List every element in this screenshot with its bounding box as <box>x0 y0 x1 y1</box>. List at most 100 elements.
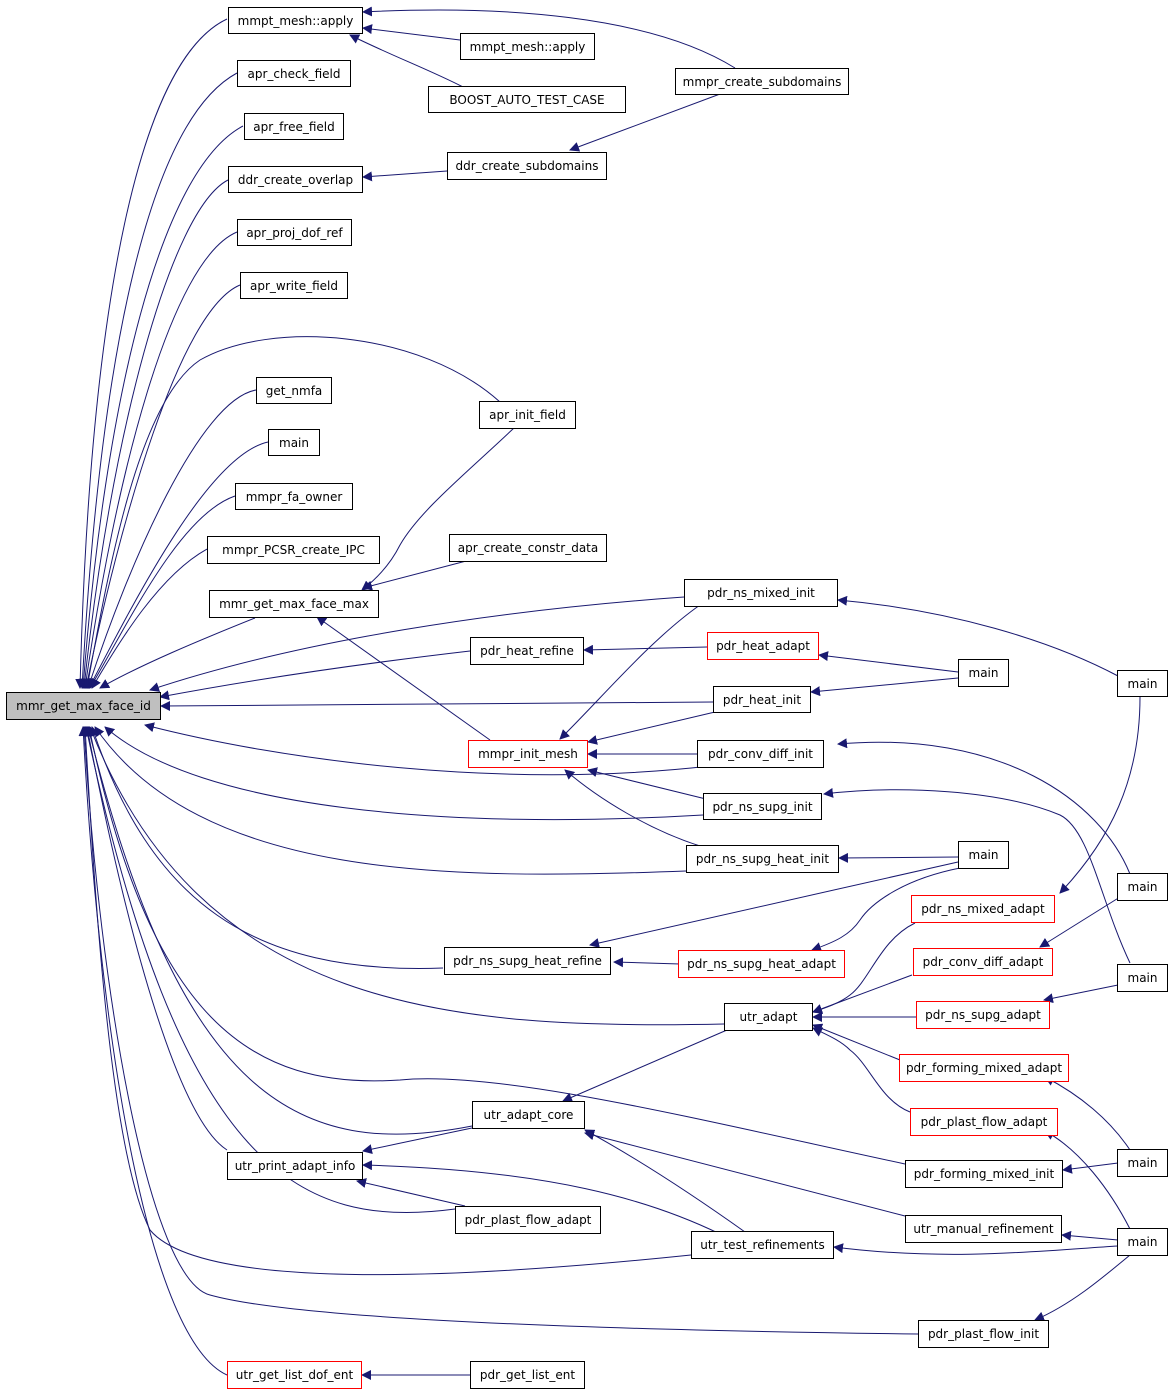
node-pdr-forming-mixed-init[interactable]: pdr_forming_mixed_init <box>905 1160 1063 1188</box>
edge-apr-proj-dof-ref-to-root <box>81 231 238 689</box>
edge-pdr-conv-diff-init-to-root <box>144 722 711 776</box>
edge-utr-test-refinements-to-utr-adapt-core <box>584 1129 746 1233</box>
edge-main-a-to-root <box>88 441 269 689</box>
node-apr-create-constr-data[interactable]: apr_create_constr_data <box>449 534 607 562</box>
edge-utr-print-adapt-info-to-root <box>83 726 228 1151</box>
edge-mmpr-create-sub-to-mmpt-apply-a <box>362 6 736 69</box>
node-boost-auto-test-case[interactable]: BOOST_AUTO_TEST_CASE <box>428 86 626 113</box>
edge-main-h-to-pdr-plast-flow-init <box>1034 1254 1131 1322</box>
edge-main-b-to-pdr-ns-mixed-adapt <box>1059 696 1141 894</box>
edge-apr-init-field-to-mmr-get-max-face-max <box>361 426 516 591</box>
node-pdr-get-list-ent[interactable]: pdr_get_list_ent <box>470 1361 585 1389</box>
node-utr-print-adapt-info[interactable]: utr_print_adapt_info <box>227 1152 363 1180</box>
edge-mmpt-apply-to-root <box>75 18 228 689</box>
node-mmpr-pcsr-create-ipc[interactable]: mmpr_PCSR_create_IPC <box>207 536 380 564</box>
edge-pdr-ns-mixed-init-to-root <box>149 596 685 692</box>
node-pdr-heat-refine[interactable]: pdr_heat_refine <box>470 637 584 665</box>
edge-main-d-to-pdr-ns-supg-heat-adapt <box>811 867 961 952</box>
node-pdr-heat-init[interactable]: pdr_heat_init <box>713 686 811 713</box>
edge-mmpr-fa-owner-to-root <box>89 495 236 689</box>
edge-utr-adapt-core-to-root <box>85 726 473 1135</box>
node-pdr-ns-supg-adapt[interactable]: pdr_ns_supg_adapt <box>916 1001 1050 1029</box>
node-apr-init-field[interactable]: apr_init_field <box>479 401 576 429</box>
node-apr-check-field[interactable]: apr_check_field <box>237 60 351 87</box>
node-main-d[interactable]: main <box>958 841 1009 869</box>
node-pdr-plast-flow-adapt[interactable]: pdr_plast_flow_adapt <box>455 1206 601 1234</box>
edge-utr-adapt-to-root <box>88 726 725 1026</box>
edge-utr-test-refinements-to-utr-print-adapt-info <box>362 1160 721 1235</box>
node-apr-write-field[interactable]: apr_write_field <box>240 272 348 299</box>
node-apr-proj-dof-ref[interactable]: apr_proj_dof_ref <box>237 219 352 246</box>
edge-pdr-ns-supg-heat-refine-to-root <box>90 726 444 969</box>
edge-get-nmfa-to-root <box>86 389 257 689</box>
edge-pdr-ns-supg-heat-init-to-mmpr-init-mesh <box>564 769 701 847</box>
edge-main-c-to-pdr-heat-init <box>810 677 959 697</box>
edge-pdr-plast-flow-init-to-root <box>79 726 919 1335</box>
node-pdr-plast-flow-adapt-red[interactable]: pdr_plast_flow_adapt <box>910 1108 1058 1136</box>
node-mmpr-init-mesh[interactable]: mmpr_init_mesh <box>468 740 588 768</box>
edge-pdr-ns-supg-init-to-root <box>104 726 704 821</box>
node-pdr-ns-mixed-init[interactable]: pdr_ns_mixed_init <box>684 579 838 607</box>
edge-mmpr-init-mesh-to-mmr-get-max-face-max <box>316 616 491 741</box>
node-utr-manual-refinement[interactable]: utr_manual_refinement <box>905 1215 1062 1243</box>
node-ddr-create-overlap[interactable]: ddr_create_overlap <box>228 166 363 193</box>
edge-main-c-to-pdr-heat-adapt <box>818 651 959 673</box>
node-pdr-ns-supg-heat-adapt[interactable]: pdr_ns_supg_heat_adapt <box>678 950 845 978</box>
node-main-e[interactable]: main <box>1117 873 1168 901</box>
edge-mmpr-pcsr-to-root <box>91 548 208 689</box>
node-ddr-create-subdomains[interactable]: ddr_create_subdomains <box>447 152 607 180</box>
node-pdr-ns-supg-init[interactable]: pdr_ns_supg_init <box>703 793 822 820</box>
edge-pdr-plast-flow-adapt-r-to-utr-adapt <box>812 1027 911 1113</box>
node-main-h[interactable]: main <box>1117 1228 1168 1256</box>
edge-apr-create-constr-to-mmr-get-max-face-max <box>362 559 471 591</box>
node-main-g[interactable]: main <box>1117 1149 1168 1177</box>
node-pdr-conv-diff-adapt[interactable]: pdr_conv_diff_adapt <box>913 948 1053 976</box>
edge-pdr-ns-mixed-init-to-mmpr-init-mesh <box>559 604 701 740</box>
node-get-nmfa[interactable]: get_nmfa <box>256 377 332 404</box>
node-pdr-ns-supg-heat-init[interactable]: pdr_ns_supg_heat_init <box>686 845 839 873</box>
node-main-c[interactable]: main <box>958 659 1009 687</box>
edge-apr-free-field-to-root <box>78 125 244 689</box>
edge-apr-check-field-to-root <box>77 72 238 689</box>
edge-main-f-to-pdr-ns-supg-adapt <box>1043 984 1119 1004</box>
node-mmpr-fa-owner[interactable]: mmpr_fa_owner <box>235 483 353 510</box>
node-utr-adapt[interactable]: utr_adapt <box>724 1003 813 1031</box>
edge-main-f-to-pdr-ns-supg-init <box>823 787 1131 964</box>
edge-main-d-to-pdr-ns-supg-heat-init <box>838 852 959 863</box>
node-pdr-plast-flow-init[interactable]: pdr_plast_flow_init <box>918 1320 1049 1348</box>
edge-main-h-to-utr-test-refinements <box>833 1243 1119 1255</box>
node-apr-free-field[interactable]: apr_free_field <box>244 113 344 140</box>
edge-utr-manual-refinement-to-utr-adapt-core <box>584 1130 906 1217</box>
node-utr-adapt-core[interactable]: utr_adapt_core <box>472 1101 585 1129</box>
edge-mmpr-create-sub-to-ddr-create-sub <box>569 93 721 152</box>
edge-main-h-to-utr-manual-refinement <box>1061 1230 1119 1241</box>
node-mmpt-mesh-apply[interactable]: mmpt_mesh::apply <box>228 7 363 34</box>
edge-pdr-plast-flow-adapt-b-to-utr-print-adapt-info <box>356 1178 466 1207</box>
edge-utr-adapt-core-to-utr-print-adapt-info <box>362 1127 473 1155</box>
node-utr-test-refinements[interactable]: utr_test_refinements <box>691 1231 834 1259</box>
edge-ddr-create-overlap-to-root <box>79 179 229 689</box>
node-pdr-ns-mixed-adapt[interactable]: pdr_ns_mixed_adapt <box>911 895 1055 923</box>
node-pdr-heat-adapt[interactable]: pdr_heat_adapt <box>707 632 819 660</box>
edge-apr-init-field-to-root <box>83 336 501 689</box>
edge-pdr-forming-mixed-adapt-to-utr-adapt <box>812 1023 901 1061</box>
node-main-b[interactable]: main <box>1117 670 1168 697</box>
edge-apr-write-field-to-root <box>82 284 241 689</box>
node-main-f[interactable]: main <box>1117 964 1168 992</box>
node-mmpt-mesh-apply-test[interactable]: mmpt_mesh::apply <box>460 33 595 60</box>
node-main-a[interactable]: main <box>268 429 320 456</box>
edge-main-g-to-pdr-forming-mixed-adapt <box>1044 1076 1131 1151</box>
edge-ddr-create-sub-to-ddr-create-overlap <box>362 170 448 182</box>
node-pdr-ns-supg-heat-refine[interactable]: pdr_ns_supg_heat_refine <box>444 947 611 975</box>
edge-pdr-ns-supg-heat-adapt-to-pdr-ns-supg-heat-refine <box>613 957 681 968</box>
node-mmr-get-max-face-id[interactable]: mmr_get_max_face_id <box>6 692 161 720</box>
node-utr-get-list-dof-ent[interactable]: utr_get_list_dof_ent <box>227 1361 362 1389</box>
node-mmr-get-max-face-max[interactable]: mmr_get_max_face_max <box>209 590 379 618</box>
edge-utr-adapt-to-utr-adapt-core <box>562 1029 728 1103</box>
edge-pdr-conv-diff-adapt-to-utr-adapt <box>812 974 913 1014</box>
node-pdr-conv-diff-init[interactable]: pdr_conv_diff_init <box>697 740 824 768</box>
node-mmpr-create-subdomains[interactable]: mmpr_create_subdomains <box>675 68 849 95</box>
edge-pdr-plast-flow-adapt-b-to-root <box>82 726 456 1214</box>
node-pdr-forming-mixed-adapt[interactable]: pdr_forming_mixed_adapt <box>899 1054 1069 1082</box>
